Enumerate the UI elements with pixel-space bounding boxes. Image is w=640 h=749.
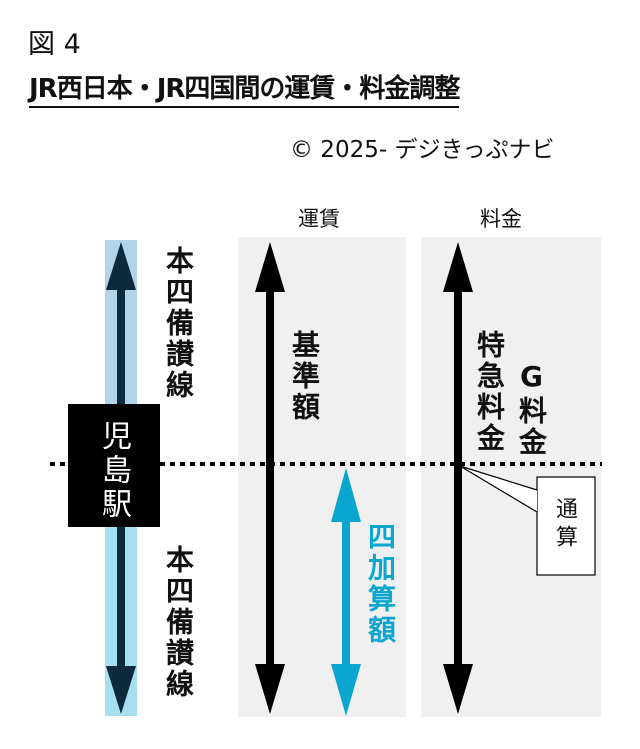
base-amount-arrow	[255, 242, 285, 714]
copyright: © 2025- デジきっぷナビ	[290, 137, 555, 163]
line-label-bottom: 本四備讃線	[162, 545, 195, 700]
line-label-top: 本四備讃線	[162, 246, 195, 401]
diagram-title: JR西日本・JR四国間の運賃・料金調整	[29, 68, 460, 108]
station-name: 児島駅	[96, 420, 131, 522]
base-amount-label: 基準額	[288, 330, 321, 423]
column-header-fare: 運賃	[298, 207, 340, 231]
column-header-charge: 料金	[480, 207, 522, 231]
station-box	[68, 404, 160, 527]
shikoku-surcharge-label: 四加算額	[364, 522, 397, 646]
callout-box	[459, 465, 596, 576]
shikoku-surcharge-arrow	[331, 468, 361, 716]
green-charge-label: G料金	[515, 360, 548, 458]
callout-text: 通算	[552, 497, 577, 553]
limited-express-charge-label: 特急料金	[473, 330, 506, 454]
charge-arrow	[443, 242, 473, 714]
figure-label: 図 4	[28, 29, 81, 60]
